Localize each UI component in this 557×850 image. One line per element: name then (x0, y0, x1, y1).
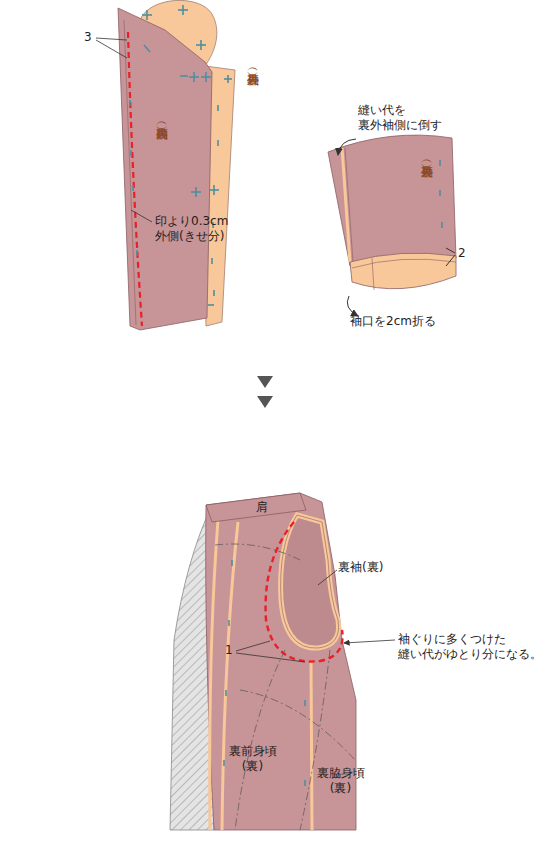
sleeve-tube (328, 135, 456, 290)
part-label: 裏袖(裏) (338, 560, 383, 575)
leader-lines (96, 38, 152, 222)
note-text: 袖ぐりに多くつけた 縫い代がゆとり分になる。 (398, 632, 548, 662)
flow-arrows (257, 376, 273, 408)
callout-number: 3 (84, 30, 92, 45)
sewing-marks (130, 5, 232, 305)
part-label: 裏前身頃 (裏) (225, 744, 280, 774)
note-text: 印より0.3cm 外側(きせ分) (155, 214, 250, 244)
callout-number: 2 (458, 246, 466, 261)
inner-sleeve (118, 8, 212, 330)
part-label: 裏脇身頃 (裏) (313, 766, 368, 796)
note-text: 縫い代を 裏外袖側に倒す (358, 103, 458, 133)
leader-lines (236, 570, 395, 662)
leader-lines (338, 139, 455, 316)
callout-number: 1 (225, 643, 233, 658)
part-label: 肩 (256, 500, 268, 515)
note-text: 袖口を2cm折る (350, 314, 436, 329)
